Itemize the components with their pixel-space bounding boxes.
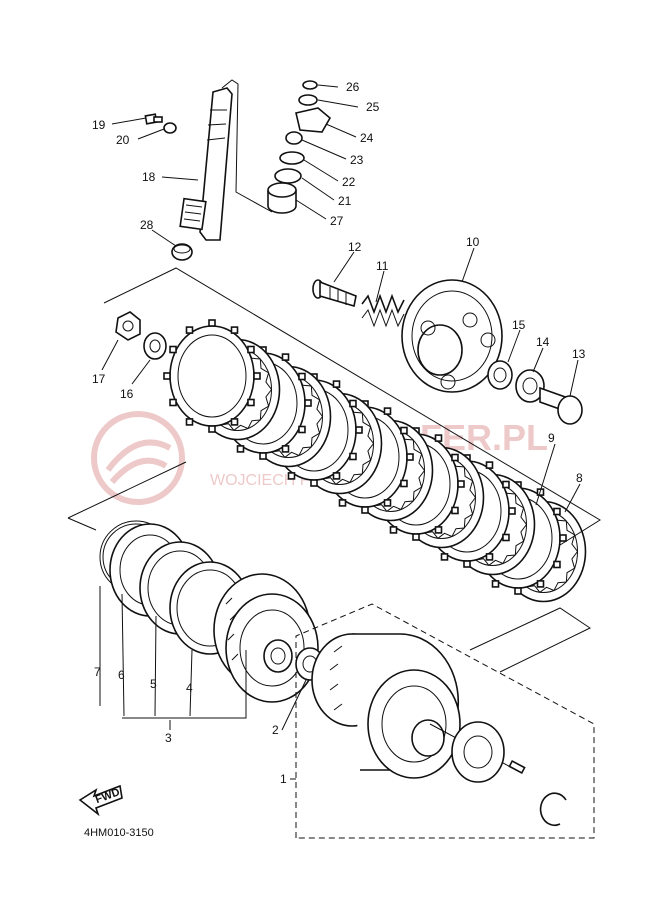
plate-group-bracket [103,267,601,546]
bolt-19 [144,113,163,125]
callout-8: 8 [576,471,583,485]
callout-13: 13 [572,347,586,361]
push-lever-shaft [179,87,233,241]
callout-16: 16 [120,387,134,401]
callout-2: 2 [272,723,279,737]
friction-plate [163,319,261,433]
callout-25: 25 [366,100,380,114]
clutch-boss-3 [213,573,319,703]
callout-24: 24 [360,131,374,145]
callout-28: 28 [140,218,154,232]
callout-leaders [99,84,581,780]
nut-17 [115,311,141,341]
bolt-12 [312,279,357,308]
bearing-14 [515,369,545,403]
circlip-ring [539,792,567,827]
callout-10: 10 [466,235,480,249]
primary-driven-gear-1 [311,633,526,783]
callout-9: 9 [548,431,555,445]
pressure-plate-10 [401,279,503,393]
clutch-plate-stack [163,319,587,603]
part-code: 4HM010-3150 [84,827,154,839]
callout-3: 3 [165,731,172,745]
washer-15 [487,360,513,390]
callout-5: 5 [150,677,157,691]
washer-20 [163,122,177,134]
callout-4: 4 [186,681,193,695]
shaft-group-bracket [221,79,273,213]
callout-7: 7 [94,665,101,679]
callout-26: 26 [346,80,360,94]
callout-6: 6 [118,668,125,682]
callout-14: 14 [536,335,550,349]
callout-1: 1 [280,772,287,786]
primary-gear-group-box [295,603,595,839]
callout-21: 21 [338,194,352,208]
parts-21-27 [267,80,332,214]
spring-11 [361,293,405,328]
lock-washer-16 [143,332,167,360]
push-rod-13 [539,386,583,425]
callout-19: 19 [92,118,106,132]
callout-18: 18 [142,170,156,184]
callout-12: 12 [348,240,362,254]
callout-23: 23 [350,153,364,167]
bushing-28 [171,243,193,261]
callout-22: 22 [342,175,356,189]
hub-group-bracket-top [67,461,187,519]
callout-labels: 26 25 24 23 22 21 27 19 20 18 28 12 11 1… [92,80,586,786]
callout-15: 15 [512,318,526,332]
callout-27: 27 [330,214,344,228]
callout-20: 20 [116,133,130,147]
fwd-arrow-icon: FWD [78,784,123,817]
callout-11: 11 [376,259,389,273]
callout-17: 17 [92,372,106,386]
